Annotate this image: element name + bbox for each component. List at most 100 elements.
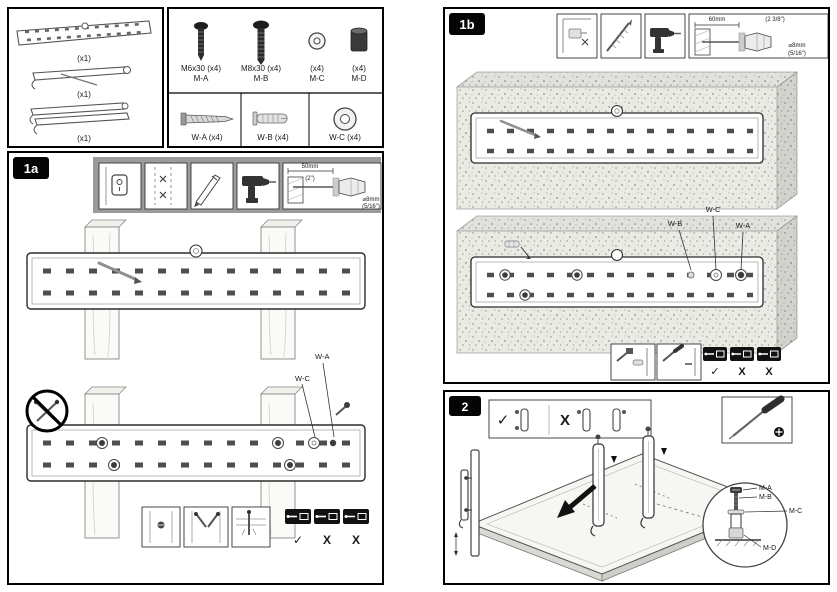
mark-check-1b: ✓ — [710, 366, 719, 378]
mc-size-label: (x4) — [310, 64, 324, 73]
dia-in-1a: (5/16") — [362, 204, 380, 210]
wa-screw-target-1b — [735, 269, 747, 281]
insert-arrow-1 — [611, 456, 617, 463]
phillips-icon — [774, 427, 784, 437]
callout-mc: M-C — [789, 508, 802, 515]
tv-arm-2-placing — [640, 426, 655, 529]
orientation-cross-mark: X — [560, 412, 570, 429]
level-bubble-icon-1b — [610, 104, 624, 118]
drill-depth-diagram: 50mm (2") ⌀8mm (5/16") — [282, 162, 382, 210]
tv-arm-part-a — [31, 66, 131, 90]
drill-icon — [236, 162, 280, 210]
stud-marking-icon — [144, 162, 188, 210]
callout-wb-1b: W-B — [668, 219, 682, 228]
mark-x1-1a: X — [323, 533, 331, 547]
mc-code-label: M-C — [309, 74, 324, 83]
tape-measure-icon — [556, 13, 598, 59]
mark-x2-1b: X — [765, 366, 773, 378]
concrete-block-1 — [455, 71, 799, 210]
wc-code-label: W-C (x4) — [329, 133, 361, 142]
stud-mount-illustration-1 — [26, 219, 366, 360]
dia-mm-1a: ⌀8mm — [363, 197, 380, 203]
arm-orientation-icon-ok — [515, 408, 529, 432]
mb-code-label: M-B — [254, 74, 269, 83]
wc-washer-target-1b — [710, 269, 722, 281]
arm-orientation-icon-bad-2 — [612, 408, 626, 432]
screwdriver-box — [721, 395, 793, 444]
anchor-guide-box-2 — [656, 343, 702, 381]
md-code-label: M-D — [351, 74, 366, 83]
depth-mm-1a: 50mm — [302, 164, 319, 170]
slide-arrow — [567, 484, 597, 510]
callout-wb-leader-1b — [678, 229, 692, 271]
screwdriver-icon — [732, 409, 766, 437]
mark-x1-1b: X — [738, 366, 746, 378]
part-qty-3: (x1) — [77, 134, 91, 143]
callout-wc-leader-1b — [712, 215, 717, 271]
step-2-label: 2 — [462, 400, 469, 414]
ma-size-label: M6x30 (x4) — [181, 64, 221, 73]
step-1a-label: 1a — [24, 161, 39, 176]
callout-wa-1a: W-A — [315, 352, 329, 361]
pencil-on-plate-icon — [97, 261, 137, 281]
callout-ma-leader — [742, 487, 758, 491]
fastener-guide-box-1 — [141, 506, 181, 548]
lag-screw-wa-icon — [180, 112, 235, 126]
step-2-drawing: 2 ✓ X — [449, 395, 802, 582]
insert-arrow-2 — [661, 448, 667, 455]
level-bubble-icon — [189, 244, 203, 258]
fastener-guide-box-2 — [183, 506, 229, 548]
part-qty-1: (x1) — [77, 54, 91, 63]
tv-arm-part-b — [29, 102, 130, 135]
mark-x2-1a: X — [352, 533, 360, 547]
orientation-guide-box: ✓ X — [488, 399, 652, 439]
dia-mm-1b: ⌀8mm — [789, 43, 806, 49]
callout-md-leader — [743, 534, 762, 548]
wa-screw-target — [329, 439, 337, 447]
dia-in-1b: (5/16") — [788, 51, 806, 57]
floating-anchor-icon — [504, 240, 531, 259]
drill-bit-icon — [600, 13, 642, 59]
screw-mb-icon — [253, 20, 269, 65]
part-qty-2: (x1) — [77, 90, 91, 99]
hammer-drill-icon — [644, 13, 686, 59]
step-1a-drawing: 1a — [13, 157, 382, 548]
step-2-panel: 2 ✓ X — [443, 390, 830, 585]
stud-mount-illustration-2 — [26, 386, 366, 539]
drill-depth-diagram-1b: 60mm (2 3/8") ⌀8mm (5/16") — [688, 13, 828, 59]
mark-check-1a: ✓ — [293, 533, 303, 547]
depth-mm-1b: 60mm — [709, 17, 726, 23]
ma-code-label: M-A — [194, 74, 209, 83]
depth-in-1a: (2") — [305, 176, 314, 182]
hardware-panel: M6x30 (x4) M-A M8x30 (x4) M-B (x4) — [167, 7, 384, 148]
included-parts-panel: (x1) (x1) (x1) — [7, 7, 164, 148]
callout-mb: M-B — [759, 494, 772, 501]
wb-anchor-target — [687, 271, 695, 279]
step-1b-panel: 1b — [443, 7, 830, 384]
callout-mb-leader — [738, 496, 758, 499]
screw-stack-zoom — [702, 482, 788, 568]
arm-orientation-icon-bad-1 — [577, 408, 591, 432]
step-1b-drawing: 1b — [449, 13, 828, 381]
callout-mc-leader — [744, 510, 788, 513]
wa-code-label: W-A (x4) — [192, 133, 223, 142]
concrete-block-2 — [455, 215, 799, 354]
md-size-label: (x4) — [352, 64, 366, 73]
fastener-guide-box-3 — [231, 506, 271, 548]
washer-wc-icon — [333, 107, 357, 131]
callout-ma: M-A — [759, 485, 772, 492]
callout-wc-1b: W-C — [706, 205, 721, 214]
mb-size-label: M8x30 (x4) — [241, 64, 281, 73]
screw-ma-icon — [194, 22, 208, 61]
pencil-on-plate-icon-1b — [499, 119, 537, 137]
step-1a-panel: 1a — [7, 151, 384, 585]
orientation-check-mark: ✓ — [497, 412, 510, 429]
wall-plate-part — [16, 20, 152, 46]
step-1b-label: 1b — [459, 17, 474, 32]
no-angled-screws-icon — [25, 389, 69, 433]
anchor-guide-box-1 — [610, 343, 656, 381]
zoom-leader-line — [656, 503, 707, 519]
wc-washer-target — [308, 437, 320, 449]
step-2-label-box — [449, 396, 481, 416]
